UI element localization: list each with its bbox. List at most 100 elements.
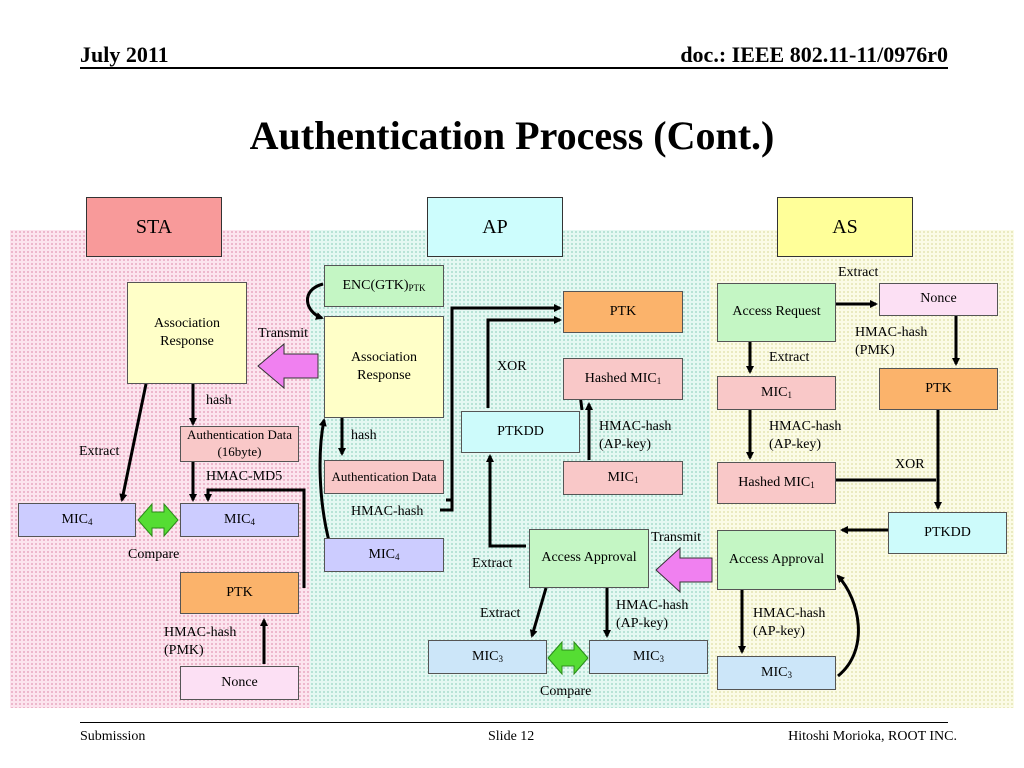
ap-hashed-mic1: Hashed MIC1 xyxy=(563,358,683,400)
ap-mic3-left: MIC3 xyxy=(428,640,547,674)
ap-ptkdd-label: PTKDD xyxy=(497,423,544,439)
as-hmac-apkey-label: HMAC-hash (AP-key) xyxy=(769,419,842,452)
ap-mic3-left-sub: 3 xyxy=(498,653,503,664)
as-mic3-sub: 3 xyxy=(787,669,792,680)
as-hashed-mic1-label: Hashed MIC xyxy=(738,474,811,490)
sta-mic4-left: MIC4 xyxy=(18,503,136,537)
sta-mic4-right: MIC4 xyxy=(180,503,299,537)
ap-mic3-right: MIC3 xyxy=(589,640,708,674)
sta-nonce-label: Nonce xyxy=(221,674,258,690)
ap-access-approval-label: Access Approval xyxy=(541,550,637,566)
sta-header: STA xyxy=(86,197,222,257)
ap-approval-to-mic3-left-line xyxy=(529,587,548,638)
as-access-request-label: Access Request xyxy=(732,304,821,320)
ap-hashed-mic1-label: Hashed MIC xyxy=(584,370,657,386)
as-mic3-label: MIC xyxy=(761,664,788,680)
footer-author: Hitoshi Morioka, ROOT INC. xyxy=(788,729,957,744)
as-mic3-to-approval-line xyxy=(836,574,860,678)
as-xor-label: XOR xyxy=(895,457,925,472)
ap-mic4-label: MIC xyxy=(368,546,395,562)
as-mic3: MIC3 xyxy=(717,656,836,690)
header-date: July 2011 xyxy=(80,42,169,67)
sta-ptk-label: PTK xyxy=(226,584,253,600)
header-rule xyxy=(80,67,948,69)
as-ptkdd: PTKDD xyxy=(888,512,1007,554)
sta-nonce: Nonce xyxy=(180,666,299,700)
ap-transmit-arrow xyxy=(655,546,713,594)
header-doc-id: doc.: IEEE 802.11-11/0976r0 xyxy=(680,42,948,67)
ap-mic1: MIC1 xyxy=(563,461,683,495)
sta-mic4-right-sub: 4 xyxy=(250,516,255,527)
ap-ptkdd-to-ptk-line xyxy=(486,316,562,408)
sta-hmac-pmk-label: HMAC-hash (PMK) xyxy=(164,625,237,658)
ap-mic3-right-sub: 3 xyxy=(659,653,664,664)
ap-ptk-label: PTK xyxy=(609,303,637,319)
ap-mic4-line xyxy=(318,418,332,546)
ap-compare-label: Compare xyxy=(540,684,592,699)
ap-encgtk-line xyxy=(306,282,324,320)
ap-ptk-to-hmac-line xyxy=(440,304,562,512)
ap-mic1-label: MIC xyxy=(607,469,634,485)
sta-hash-label: hash xyxy=(206,393,232,408)
ap-association-response-label: Association Response xyxy=(350,349,418,383)
ap-enc-gtk-sub: PTK xyxy=(408,282,426,293)
as-access-approval-label: Access Approval xyxy=(728,551,825,567)
as-ptk-label: PTK xyxy=(925,380,952,396)
ap-mic3-right-label: MIC xyxy=(633,648,660,664)
ap-auth-data: Authentication Data xyxy=(324,460,444,494)
ap-xor-label: XOR xyxy=(497,359,527,374)
sta-transmit-label: Transmit xyxy=(258,326,309,341)
ap-enc-gtk-label: ENC(GTK) xyxy=(342,277,409,293)
ap-hashed-mic1-sub: 1 xyxy=(656,375,662,386)
ap-compare-arrow xyxy=(547,640,589,676)
ap-hash-label: hash xyxy=(351,428,377,443)
sta-association-response: Association Response xyxy=(127,282,247,384)
ap-access-approval: Access Approval xyxy=(529,529,649,588)
sta-extract-label: Extract xyxy=(79,444,120,459)
as-hashed-mic1: Hashed MIC1 xyxy=(717,462,836,504)
as-ptkdd-label: PTKDD xyxy=(924,524,971,540)
sta-hmac-md5-label: HMAC-MD5 xyxy=(206,469,283,484)
as-access-request: Access Request xyxy=(717,283,836,342)
ap-mic4: MIC4 xyxy=(324,538,444,572)
ap-header: AP xyxy=(427,197,563,257)
ap-extract-label-1: Extract xyxy=(472,556,513,571)
ap-ptk: PTK xyxy=(563,291,683,333)
ap-auth-data-label: Authentication Data xyxy=(331,468,437,484)
sta-compare-arrow xyxy=(137,502,179,538)
ap-approval-to-ptkdd-line xyxy=(486,454,526,548)
sta-mic4-right-label: MIC xyxy=(224,511,251,527)
footer-slide-number: Slide 12 xyxy=(488,729,535,744)
ap-extract-label-2: Extract xyxy=(480,606,521,621)
as-mic1-sub: 1 xyxy=(787,389,792,400)
as-access-approval: Access Approval xyxy=(717,530,836,590)
as-extract-top-label: Extract xyxy=(838,265,879,280)
as-mic1: MIC1 xyxy=(717,376,836,410)
ap-hmac-apkey-label-2: HMAC-hash (AP-key) xyxy=(616,598,689,631)
ap-enc-gtk: ENC(GTK)PTK xyxy=(324,265,444,307)
sta-mic4-left-label: MIC xyxy=(61,511,88,527)
sta-auth-data-label: Authentication Data (16byte) xyxy=(186,427,293,459)
sta-compare-label: Compare xyxy=(128,547,180,562)
as-extract-label: Extract xyxy=(769,350,810,365)
footer-submission: Submission xyxy=(80,729,146,744)
sta-association-response-label: Association Response xyxy=(153,315,221,349)
sta-ptk-to-mic4-line xyxy=(204,488,306,588)
sta-ptk: PTK xyxy=(180,572,299,614)
as-hmac-apkey-label-2: HMAC-hash (AP-key) xyxy=(753,606,826,639)
ap-hmac-hash-label: HMAC-hash xyxy=(351,504,424,519)
ap-mic1-sub: 1 xyxy=(633,474,639,485)
footer-rule xyxy=(80,722,948,723)
as-nonce: Nonce xyxy=(879,283,998,316)
as-ptk: PTK xyxy=(879,368,998,410)
sta-extract-line xyxy=(119,383,148,502)
sta-mic4-left-sub: 4 xyxy=(87,516,93,527)
sta-transmit-arrow xyxy=(257,342,319,390)
ap-ptkdd: PTKDD xyxy=(461,411,580,453)
as-hashed-mic1-sub: 1 xyxy=(810,479,815,490)
as-header: AS xyxy=(777,197,913,257)
ap-mic4-sub: 4 xyxy=(394,551,400,562)
ap-mic3-left-label: MIC xyxy=(472,648,499,664)
slide-title: Authentication Process (Cont.) xyxy=(249,113,775,158)
as-mic1-label: MIC xyxy=(761,384,788,400)
